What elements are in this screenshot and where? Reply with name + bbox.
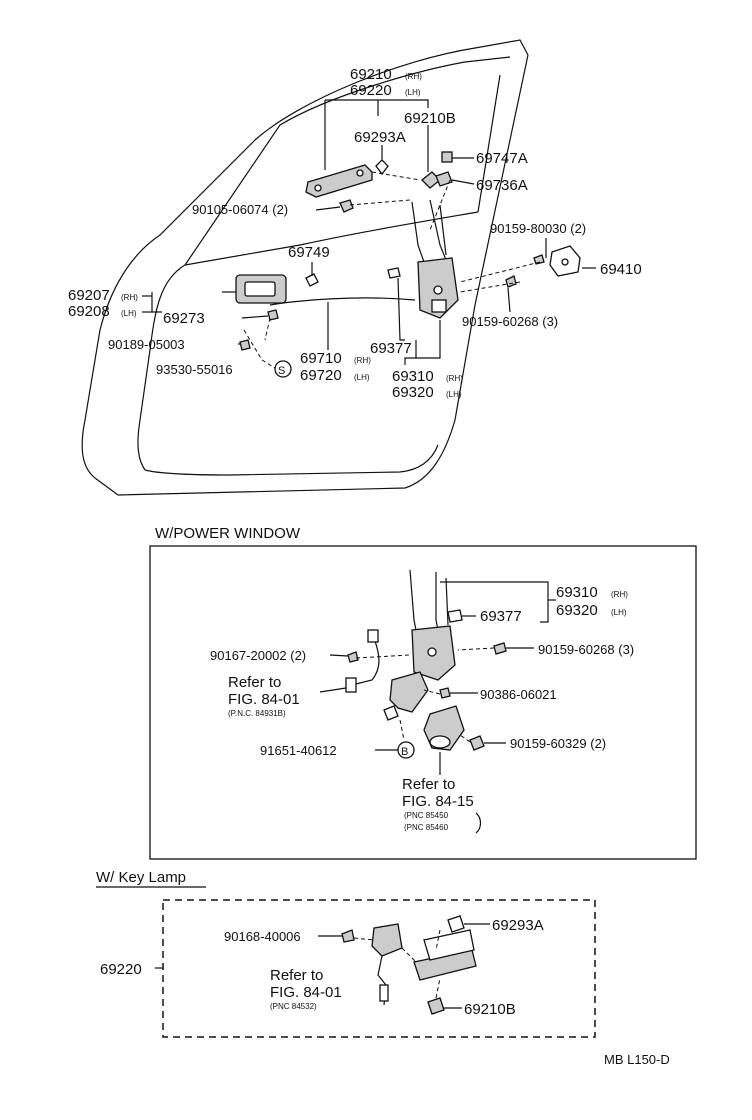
label-69273: 69273 xyxy=(163,310,205,327)
leaders-main xyxy=(142,99,596,369)
symbol-s: S xyxy=(278,365,285,377)
label-69208-side: (LH) xyxy=(121,309,137,318)
pw-motor xyxy=(423,705,465,751)
clip-69293A xyxy=(375,159,389,176)
door-lock-assembly xyxy=(411,199,459,319)
label-90189: 90189-05003 xyxy=(108,337,185,352)
kl-label-69210B: 69210B xyxy=(464,1001,516,1018)
pw-ref2-line3: (PNC 85450 xyxy=(404,811,449,820)
leaders-power-window xyxy=(319,581,556,775)
label-69320: 69320 xyxy=(392,384,434,401)
kl-label-90168: 90168-40006 xyxy=(224,929,301,944)
pw-actuator-link xyxy=(345,629,429,721)
rod-69710 xyxy=(269,297,416,306)
power-window-frame xyxy=(149,545,697,860)
label-69710-side: (RH) xyxy=(354,356,371,365)
label-69220-side: (LH) xyxy=(405,88,421,97)
symbol-b: B xyxy=(401,746,408,758)
label-69720: 69720 xyxy=(300,367,342,384)
label-69207-side: (RH) xyxy=(121,293,138,302)
pw-label-69377: 69377 xyxy=(480,608,522,625)
pw-ref2-line2: FIG. 84-15 xyxy=(402,793,474,810)
pw-label-90159-60268: 90159-60268 (3) xyxy=(538,642,634,657)
section-title-power-window: W/POWER WINDOW xyxy=(155,525,301,542)
label-69208: 69208 xyxy=(68,303,110,320)
label-69207: 69207 xyxy=(68,287,110,304)
clip-69749 xyxy=(305,273,319,287)
label-90105: 90105-06074 (2) xyxy=(192,202,288,217)
striker-69410 xyxy=(549,245,581,277)
pw-label-69310-side: (RH) xyxy=(611,590,628,599)
kl-ref-line2: FIG. 84-01 xyxy=(270,984,342,1001)
clip-69273 xyxy=(267,309,279,321)
label-69747A: 69747A xyxy=(476,150,528,167)
kl-ref-line1: Refer to xyxy=(270,967,323,984)
clip-90189 xyxy=(239,339,251,351)
ref2-brace xyxy=(475,812,482,834)
label-69736A: 69736A xyxy=(476,177,528,194)
section-title-key-lamp: W/ Key Lamp xyxy=(96,869,186,886)
footer-code: MB L150-D xyxy=(604,1052,670,1067)
screw-90159-60268 xyxy=(505,275,517,288)
pw-lock-assembly xyxy=(409,569,463,681)
pw-screws xyxy=(347,642,507,751)
label-69710: 69710 xyxy=(300,350,342,367)
labels-main: 69210 (RH) 69220 (LH) 69210B 69293A 6974… xyxy=(68,66,642,401)
labels-power-window: 69310 (RH) 69320 (LH) 69377 90167-20002 … xyxy=(210,584,634,834)
pw-label-90159-60329: 90159-60329 (2) xyxy=(510,736,606,751)
labels-key-lamp: 90168-40006 69293A 69220 Refer to FIG. 8… xyxy=(100,917,544,1018)
key-lamp-parts xyxy=(341,915,477,1015)
label-69320-side: (LH) xyxy=(446,390,462,399)
door-outline xyxy=(81,39,529,496)
label-90159-60268: 90159-60268 (3) xyxy=(462,314,558,329)
label-69220: 69220 xyxy=(350,82,392,99)
kl-label-69220: 69220 xyxy=(100,961,142,978)
symbol-s-circle xyxy=(274,360,292,378)
label-69749: 69749 xyxy=(288,244,330,261)
pw-ref1-line1: Refer to xyxy=(228,674,281,691)
clip-69747A xyxy=(441,151,453,163)
label-93530: 93530-55016 xyxy=(156,362,233,377)
label-69410: 69410 xyxy=(600,261,642,278)
pw-label-69310: 69310 xyxy=(556,584,598,601)
screw-90105 xyxy=(339,199,354,213)
pw-ref2-line4: (PNC 85460 xyxy=(404,823,449,832)
label-69210-side: (RH) xyxy=(405,72,422,81)
label-69210B: 69210B xyxy=(404,110,456,127)
clip-69377 xyxy=(387,267,401,279)
symbol-b-circle xyxy=(397,741,415,759)
label-69310-side: (RH) xyxy=(446,374,463,383)
pw-label-69320-side: (LH) xyxy=(611,608,627,617)
pw-ref1-line2: FIG. 84-01 xyxy=(228,691,300,708)
pw-label-90167: 90167-20002 (2) xyxy=(210,648,306,663)
label-69210: 69210 xyxy=(350,66,392,83)
outside-handle xyxy=(305,164,373,198)
pw-ref1-line3: (P.N.C. 84931B) xyxy=(228,709,286,718)
kl-label-69293A: 69293A xyxy=(492,917,544,934)
leaders-key-lamp xyxy=(155,923,490,1009)
label-90159-80030: 90159-80030 (2) xyxy=(490,221,586,236)
label-69377: 69377 xyxy=(370,340,412,357)
clip-69736A xyxy=(435,171,453,187)
pw-label-69320: 69320 xyxy=(556,602,598,619)
label-69310: 69310 xyxy=(392,368,434,385)
label-69720-side: (LH) xyxy=(354,373,370,382)
inside-handle xyxy=(235,274,287,304)
label-69293A: 69293A xyxy=(354,129,406,146)
pw-ref2-line1: Refer to xyxy=(402,776,455,793)
screw-90159-80030 xyxy=(533,254,545,265)
kl-ref-line3: (PNC 84532) xyxy=(270,1002,317,1011)
pw-label-90386: 90386-06021 xyxy=(480,687,557,702)
pw-label-91651: 91651-40612 xyxy=(260,743,337,758)
